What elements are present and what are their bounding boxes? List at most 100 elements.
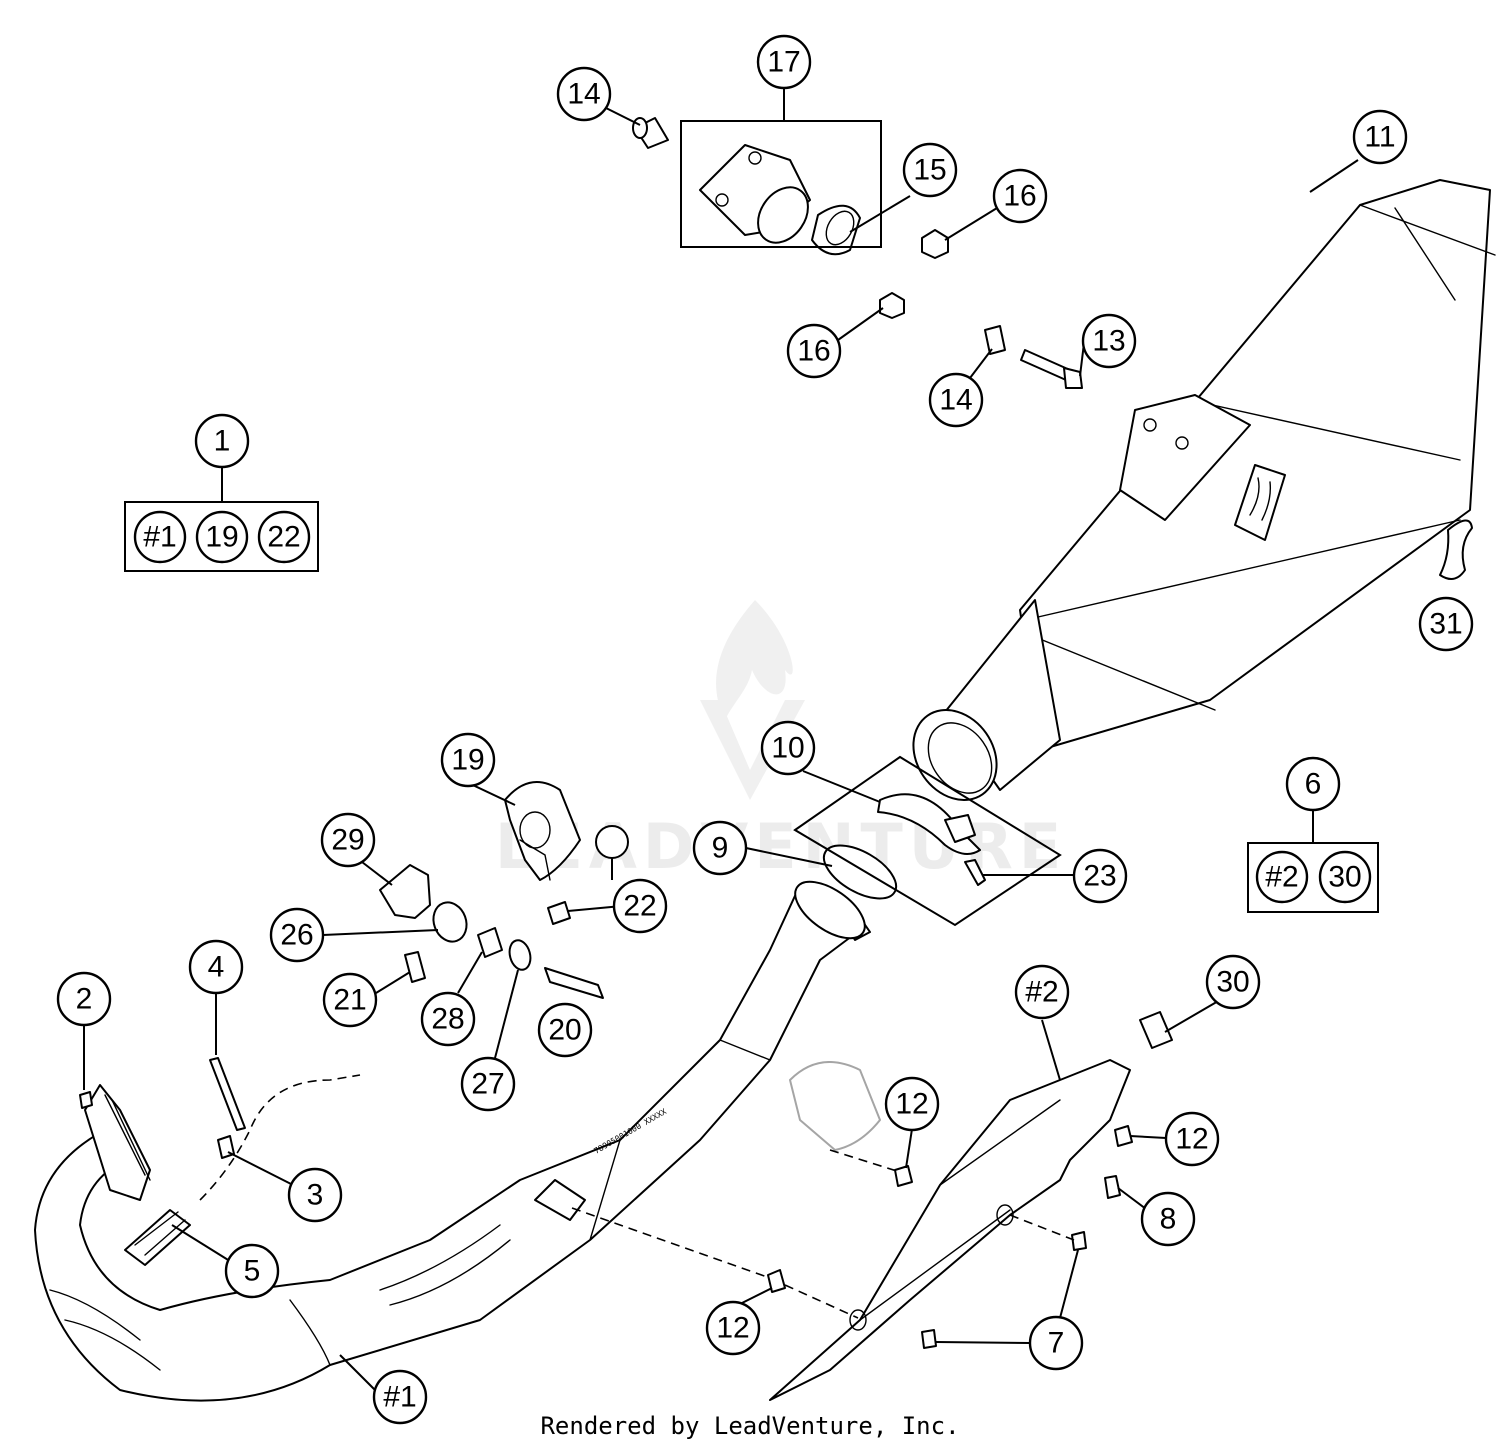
svg-text:#2: #2: [1025, 976, 1058, 1009]
svg-text:28: 28: [431, 1003, 464, 1036]
assembly-line-c: [829, 1149, 901, 1173]
callout-23[interactable]: 23: [1072, 848, 1128, 904]
kit6-item-30[interactable]: 30: [1318, 850, 1372, 904]
callout-3[interactable]: 3: [287, 1167, 343, 1223]
screw-21[interactable]: [404, 951, 426, 983]
callout-12-right[interactable]: 12: [1164, 1111, 1220, 1167]
svg-text:4: 4: [208, 951, 225, 984]
callout-14-middle[interactable]: 14: [928, 372, 984, 428]
svg-text:6: 6: [1305, 768, 1322, 801]
callout-9[interactable]: 9: [692, 820, 748, 876]
assembly-line-d: [1009, 1214, 1075, 1241]
bushing-middle[interactable]: [984, 325, 1006, 355]
callout-30[interactable]: 30: [1205, 954, 1261, 1010]
callout-31[interactable]: 31: [1418, 596, 1474, 652]
callout-28[interactable]: 28: [420, 991, 476, 1047]
collar-nut-lower[interactable]: [879, 292, 905, 319]
kit1-item-19[interactable]: 19: [195, 510, 249, 564]
rubber-26[interactable]: [428, 898, 472, 947]
callout-6[interactable]: 6: [1285, 756, 1341, 812]
svg-text:16: 16: [1003, 180, 1036, 213]
callout-hash2[interactable]: #2: [1014, 964, 1070, 1020]
callout-13[interactable]: 13: [1081, 313, 1137, 369]
flame-logo-icon: [716, 600, 793, 720]
svg-text:8: 8: [1160, 1203, 1177, 1236]
spring-nut-right[interactable]: [1114, 1125, 1133, 1147]
callout-16-upper[interactable]: 16: [992, 168, 1048, 224]
washer-22-round[interactable]: [595, 825, 629, 859]
screw-7-upper[interactable]: [1071, 1231, 1087, 1251]
callout-12-middle[interactable]: 12: [884, 1076, 940, 1132]
callout-2[interactable]: 2: [56, 971, 112, 1027]
bushing-top[interactable]: [632, 117, 669, 149]
svg-text:30: 30: [1328, 861, 1361, 894]
screw-8[interactable]: [1104, 1175, 1121, 1199]
svg-text:19: 19: [451, 744, 484, 777]
svg-text:9: 9: [712, 832, 729, 865]
callout-12-lower[interactable]: 12: [705, 1300, 761, 1356]
callout-7[interactable]: 7: [1028, 1315, 1084, 1371]
svg-text:#2: #2: [1265, 861, 1298, 894]
callout-5[interactable]: 5: [224, 1243, 280, 1299]
svg-text:#1: #1: [143, 521, 176, 554]
callout-16-lower[interactable]: 16: [786, 323, 842, 379]
callout-10[interactable]: 10: [760, 720, 816, 776]
svg-text:19: 19: [205, 521, 238, 554]
screw-20[interactable]: [544, 967, 604, 999]
callout-1[interactable]: 1: [194, 413, 250, 469]
heat-shield[interactable]: [769, 1059, 1131, 1401]
assembly-line-b: [784, 1284, 859, 1319]
callout-15[interactable]: 15: [902, 142, 958, 198]
kit6-item-hash2[interactable]: #2: [1255, 850, 1309, 904]
heat-wire[interactable]: [209, 1057, 246, 1131]
clamp-10[interactable]: [877, 793, 981, 855]
svg-text:12: 12: [895, 1088, 928, 1121]
footer-credit: Rendered by LeadVenture, Inc.: [540, 1412, 959, 1440]
svg-text:12: 12: [1175, 1123, 1208, 1156]
callout-29[interactable]: 29: [320, 812, 376, 868]
callout-hash1[interactable]: #1: [372, 1369, 428, 1425]
gasket-piece[interactable]: [79, 1091, 93, 1109]
nut-22[interactable]: [547, 901, 571, 925]
kit1-item-22[interactable]: 22: [257, 510, 311, 564]
callout-20[interactable]: 20: [537, 1002, 593, 1058]
svg-text:17: 17: [767, 46, 800, 79]
callout-14-top[interactable]: 14: [556, 66, 612, 122]
kit-box-17: [680, 120, 882, 248]
band-clip[interactable]: [1439, 519, 1473, 580]
callout-27[interactable]: 27: [460, 1056, 516, 1112]
lambda-sensor[interactable]: [124, 1209, 191, 1266]
svg-text:16: 16: [797, 335, 830, 368]
kit1-item-hash1[interactable]: #1: [133, 510, 187, 564]
kit-box-10: [793, 755, 1062, 927]
collar-nut-upper[interactable]: [921, 229, 949, 259]
callout-22[interactable]: 22: [612, 878, 668, 934]
svg-text:1: 1: [214, 425, 231, 458]
callout-19[interactable]: 19: [440, 732, 496, 788]
washer-27[interactable]: [506, 938, 533, 972]
callout-26[interactable]: 26: [269, 907, 325, 963]
screw-7-lower[interactable]: [921, 1329, 937, 1349]
callout-17[interactable]: 17: [756, 34, 812, 90]
svg-text:29: 29: [331, 824, 364, 857]
spring-nut-middle[interactable]: [894, 1165, 913, 1187]
svg-text:21: 21: [333, 984, 366, 1017]
screw-23[interactable]: [964, 859, 986, 886]
callout-4[interactable]: 4: [188, 939, 244, 995]
callout-8[interactable]: 8: [1140, 1191, 1196, 1247]
svg-text:14: 14: [939, 384, 972, 417]
retainer-29[interactable]: [379, 864, 431, 919]
svg-text:3: 3: [307, 1179, 324, 1212]
assembly-line-a: [571, 1207, 771, 1279]
spring-nut-lower[interactable]: [767, 1269, 786, 1293]
callout-21[interactable]: 21: [322, 972, 378, 1028]
callout-11[interactable]: 11: [1352, 109, 1408, 165]
muffler[interactable]: [896, 179, 1496, 816]
svg-text:30: 30: [1216, 966, 1249, 999]
flange-with-gasket[interactable]: [699, 144, 861, 256]
spacer-28[interactable]: [477, 927, 503, 958]
clamp-19[interactable]: [504, 781, 581, 881]
screw-13[interactable]: [1020, 349, 1083, 389]
cap-30[interactable]: [1139, 1011, 1173, 1049]
